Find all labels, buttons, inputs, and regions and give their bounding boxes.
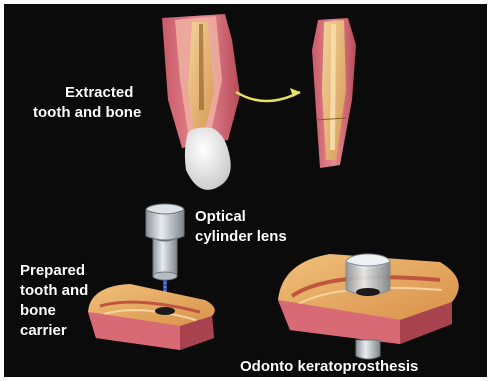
label-odonto-keratoprosthesis: Odonto keratoprosthesis — [240, 358, 418, 375]
svg-text:Extracted: Extracted — [65, 84, 133, 101]
svg-text:bone: bone — [20, 302, 56, 319]
svg-text:cylinder lens: cylinder lens — [195, 228, 287, 245]
svg-text:tooth and: tooth and — [20, 282, 88, 299]
svg-text:tooth and bone: tooth and bone — [33, 104, 141, 121]
svg-text:Optical: Optical — [195, 208, 246, 225]
svg-text:Prepared: Prepared — [20, 262, 85, 279]
svg-text:Odonto keratoprosthesis: Odonto keratoprosthesis — [240, 358, 418, 375]
svg-text:carrier: carrier — [20, 322, 67, 339]
